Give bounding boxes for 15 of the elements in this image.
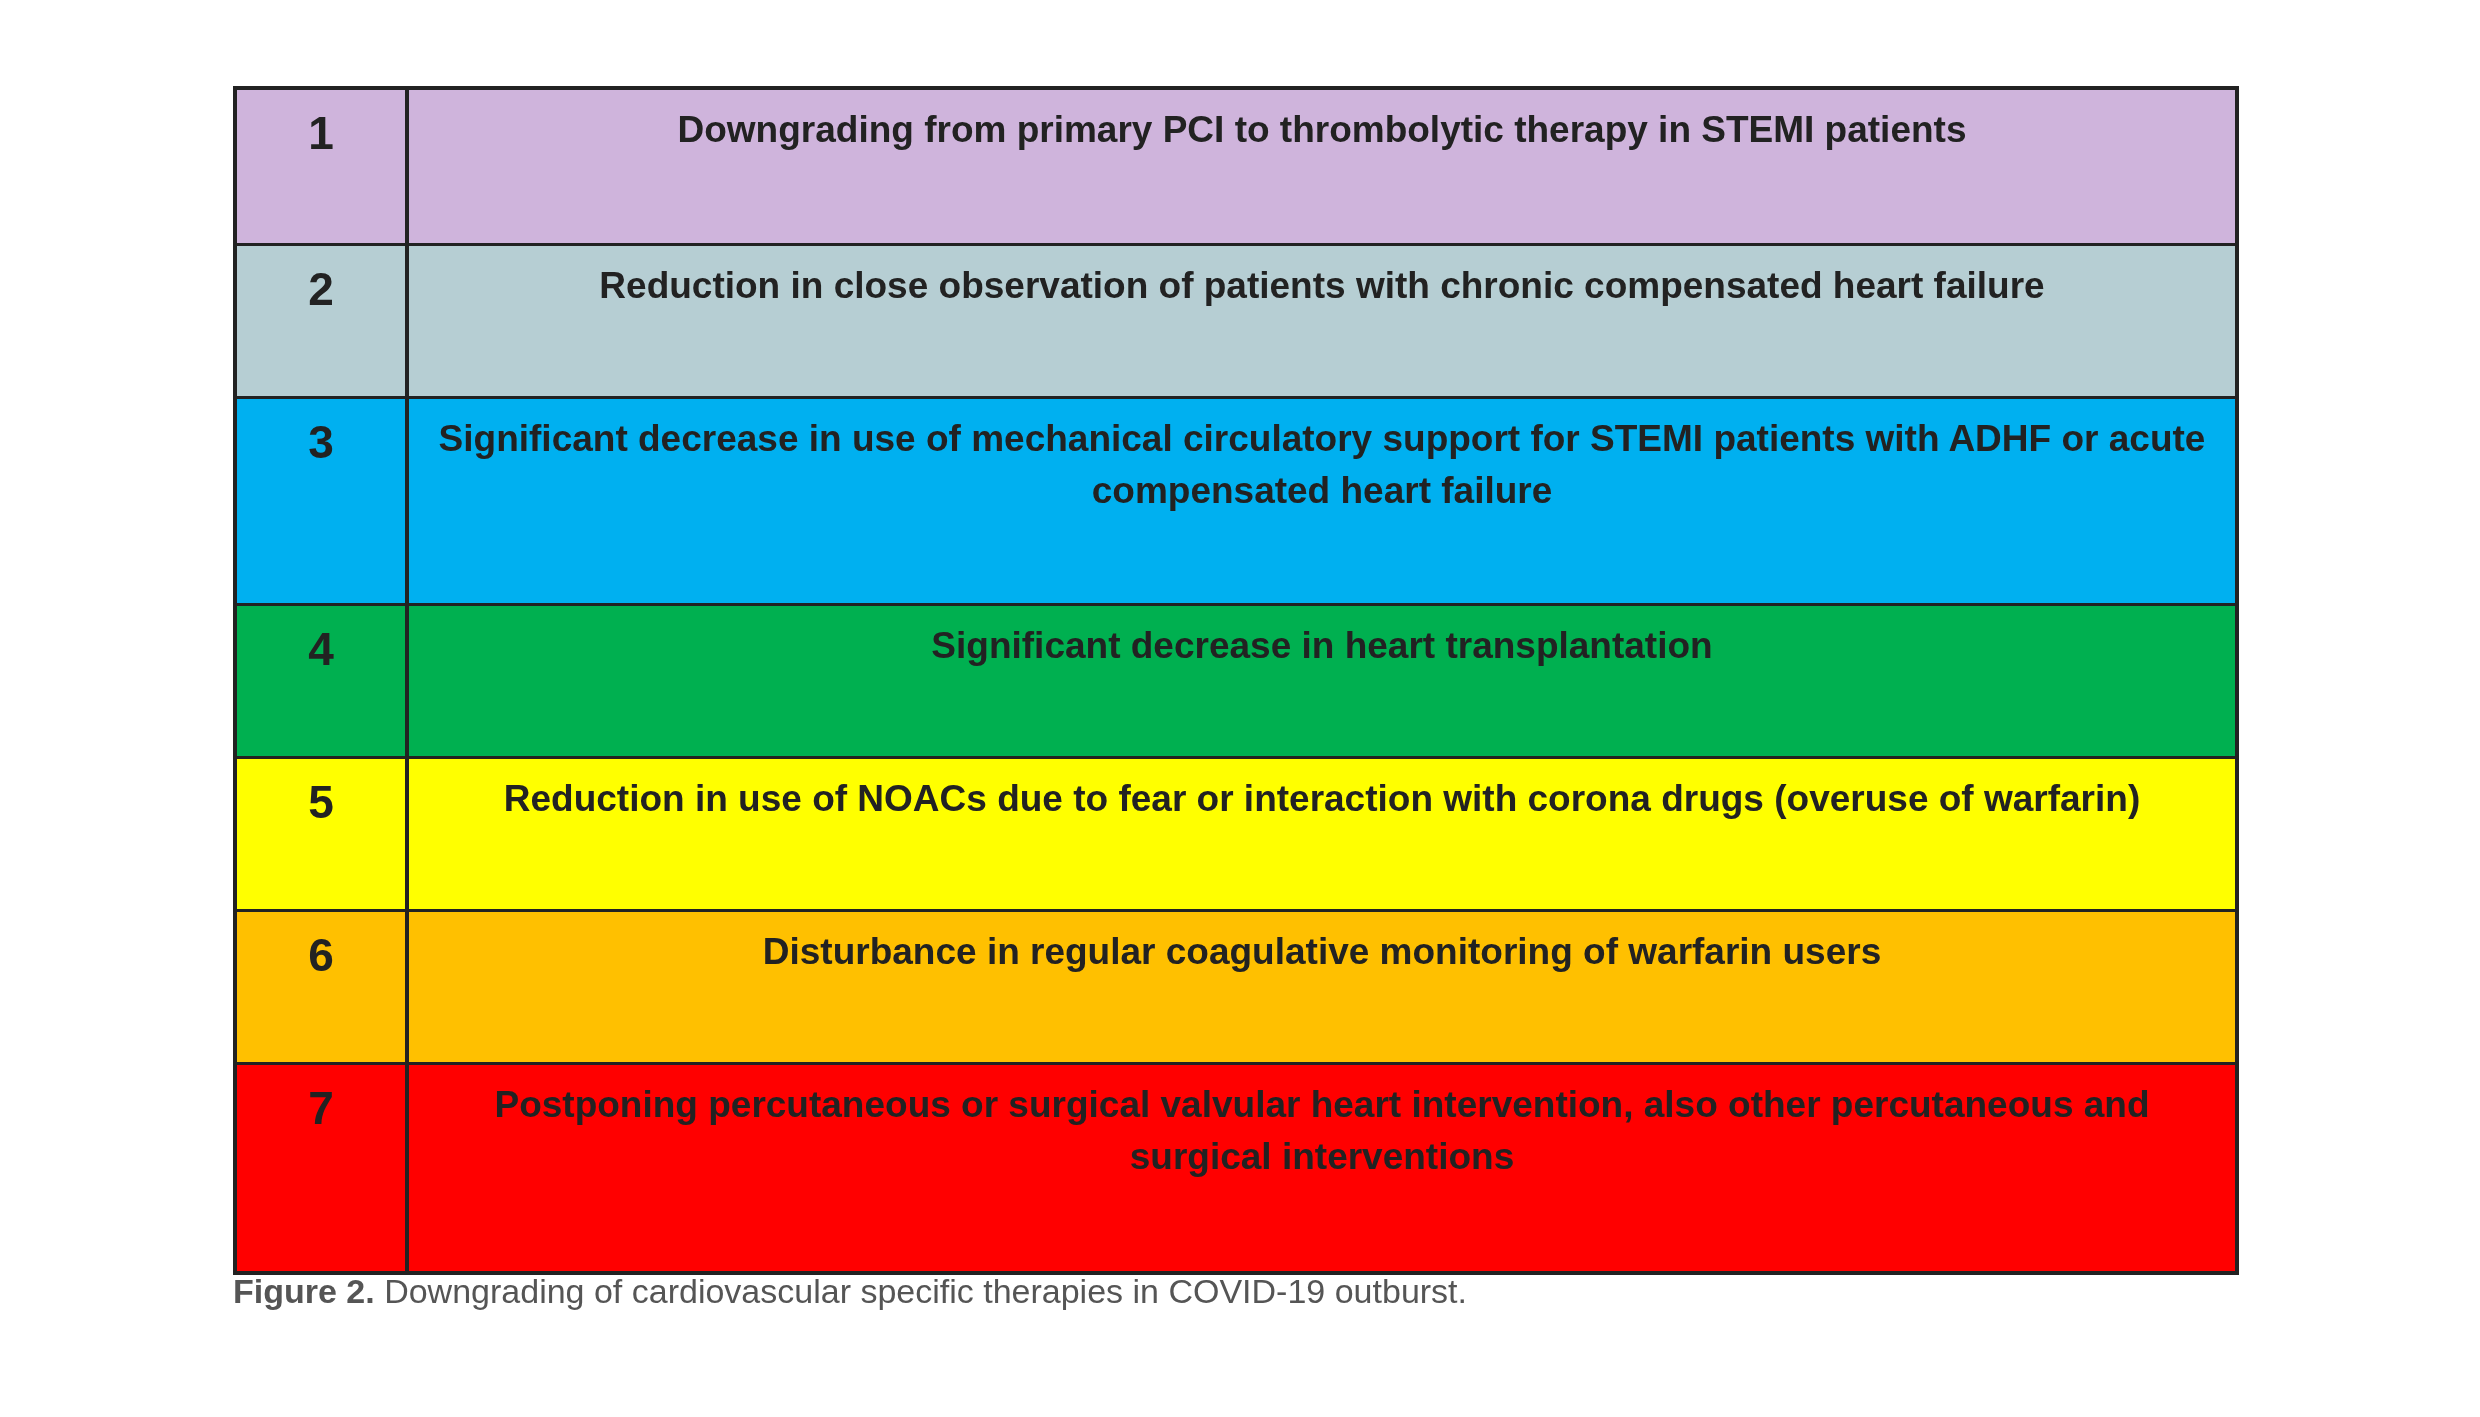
table-cell: Significant decrease in heart transplantation <box>409 606 2235 756</box>
row-number: 2 <box>237 246 409 396</box>
table-cell: Reduction in close observation of patients with chronic compensated heart failure <box>409 246 2235 396</box>
row-number: 6 <box>237 912 409 1062</box>
row-number: 4 <box>237 606 409 756</box>
row-number: 1 <box>237 90 409 243</box>
row-number: 7 <box>237 1065 409 1271</box>
table-cell: Postponing percutaneous or surgical valvular heart intervention, also other percutaneous and surgical interventions <box>409 1065 2235 1271</box>
row-number: 5 <box>237 759 409 909</box>
row-number: 3 <box>237 399 409 603</box>
table-cell: Reduction in use of NOACs due to fear or interaction with corona drugs (overuse of warfarin) <box>409 759 2235 909</box>
table-cell: Disturbance in regular coagulative monitoring of warfarin users <box>409 912 2235 1062</box>
table-cell: Downgrading from primary PCI to thrombolytic therapy in STEMI patients <box>409 90 2235 243</box>
table-cell: Significant decrease in use of mechanical circulatory support for STEMI patients with ADHF or acute compensated heart failure <box>409 399 2235 603</box>
figure-caption: Figure 2. Downgrading of cardiovascular specific therapies in COVID-19 outburst. <box>233 1272 1467 1311</box>
